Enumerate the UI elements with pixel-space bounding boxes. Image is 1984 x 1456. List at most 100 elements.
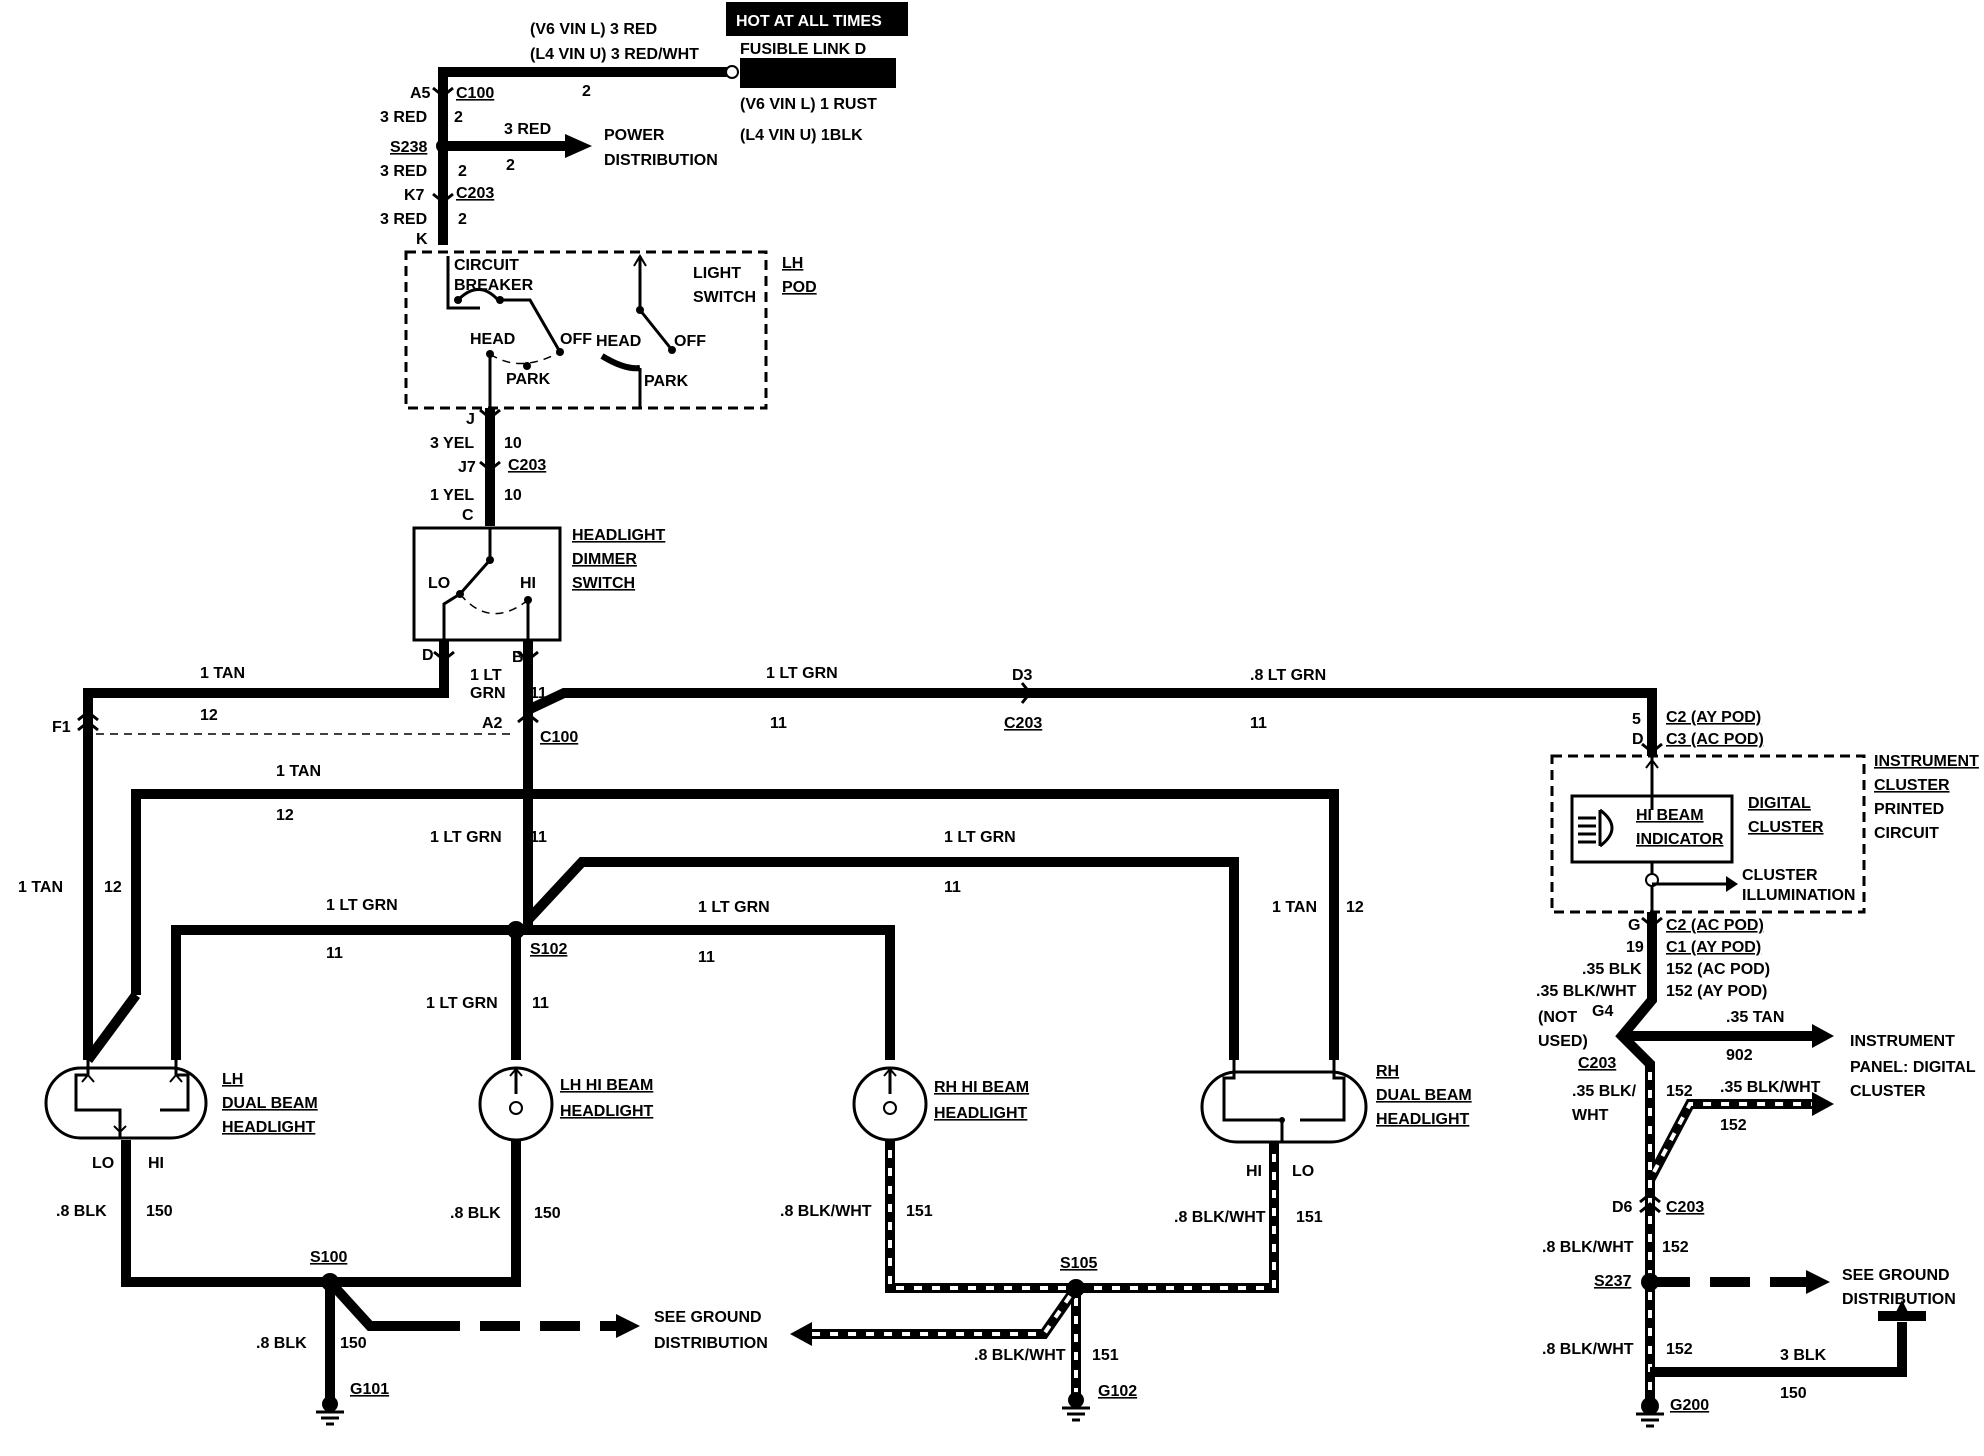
circuit-11-c: 11 [1250, 715, 1267, 732]
circuit-150-a: 150 [146, 1203, 173, 1220]
rh-lo-label: LO [1292, 1163, 1314, 1180]
circuit-12-d: 12 [1346, 899, 1364, 916]
blkwht8-label-b: .8 BLK/WHT [1174, 1209, 1266, 1226]
see-ground-label-1: SEE GROUND [654, 1309, 762, 1326]
circuit-11-g: 11 [698, 949, 715, 966]
circuit-12-c: 12 [276, 807, 294, 824]
hot-at-all-times-badge [726, 2, 908, 36]
circuit-10-a: 10 [504, 435, 522, 452]
c203-d3-label: C203 [1004, 715, 1042, 732]
blk3-label: 3 BLK [1780, 1347, 1827, 1364]
lh-dual-label-3: HEADLIGHT [222, 1119, 316, 1136]
p152-ac-label: 152 (AC POD) [1666, 961, 1770, 978]
c203-mid-label: C203 [508, 457, 546, 474]
circuit-10-b: 10 [504, 487, 522, 504]
circuit-breaker-label-2: BREAKER [454, 277, 534, 294]
circuit-11-e: 11 [530, 829, 547, 846]
ltgrn-label-c: 1 LT GRN [766, 665, 838, 682]
fusible-link-label: FUSIBLE LINK D [740, 41, 866, 58]
ic-label-3: PRINTED [1874, 801, 1944, 818]
see-ground-label-4: DISTRIBUTION [1842, 1291, 1956, 1308]
digital-cluster-label-2: CLUSTER [1748, 819, 1824, 836]
f1-label: F1 [52, 719, 71, 736]
ground-g101: G101 [316, 1381, 389, 1426]
k7-label: K7 [404, 187, 425, 204]
circuit-11-b: 11 [770, 715, 787, 732]
head-label-2: HEAD [596, 333, 641, 350]
lh-hi-label: HI [148, 1155, 164, 1172]
l4-3redwht-label: (L4 VIN U) 3 RED/WHT [530, 46, 699, 63]
ip-label-1: INSTRUMENT [1850, 1033, 1955, 1050]
cluster-illum-label-1: CLUSTER [1742, 867, 1818, 884]
b-label: B [512, 649, 524, 666]
light-switch: CIRCUIT BREAKER HEAD OFF PARK HEAD OFF P… [404, 250, 817, 410]
cluster-illum-label-2: ILLUMINATION [1742, 887, 1855, 904]
s100-label: S100 [310, 1249, 347, 1266]
off-label-2: OFF [674, 333, 706, 350]
red3-label-2: 3 RED [504, 121, 551, 138]
blk8-label-c: .8 BLK [256, 1335, 307, 1352]
tan35-label: .35 TAN [1726, 1009, 1784, 1026]
ltgrn8-label: .8 LT GRN [1250, 667, 1326, 684]
circuit-11-h: 11 [532, 995, 549, 1012]
s105-label: S105 [1060, 1255, 1097, 1272]
lh-dual-label-1: LH [222, 1071, 243, 1088]
feed-vertical: A5 C100 3 RED 2 S238 3 RED 2 POWER DISTR… [380, 85, 718, 248]
j7-label: J7 [458, 459, 476, 476]
dimmer-hi-label: HI [520, 575, 536, 592]
circuit-151-c: 151 [1092, 1347, 1119, 1364]
circuit-2-a: 2 [454, 109, 463, 126]
dimmer-label-1: HEADLIGHT [572, 527, 666, 544]
cluster-lower-wiring: G C2 (AC POD) 19 C1 (AY POD) .35 BLK 152… [1536, 912, 1976, 1428]
dimmer-switch: LO HI HEADLIGHT DIMMER SWITCH [412, 526, 666, 642]
yel1-label: 1 YEL [430, 487, 474, 504]
ic-label-2: CLUSTER [1874, 777, 1950, 794]
c100-mid-label: C100 [540, 729, 578, 746]
red3-label-4: 3 RED [380, 211, 427, 228]
g200-label: G200 [1670, 1397, 1709, 1414]
ground-g102: G102 [1062, 1383, 1137, 1422]
digital-cluster-label-1: DIGITAL [1748, 795, 1811, 812]
tan1-label-b: 1 TAN [18, 879, 63, 896]
circuit-152-d: 152 [1666, 1341, 1693, 1358]
blkwht8-label-d: .8 BLK/WHT [1542, 1239, 1634, 1256]
circuit-152-c: 152 [1662, 1239, 1689, 1256]
c1-ay-label: C1 (AY POD) [1666, 939, 1761, 956]
hot-at-all-times-text: HOT AT ALL TIMES [736, 13, 882, 30]
v6-1rust-label: (V6 VIN L) 1 RUST [740, 96, 877, 113]
s102-label: S102 [530, 941, 567, 958]
lh-dual-beam-headlight: LH DUAL BEAM HEADLIGHT LO HI [44, 1060, 318, 1172]
blkwht8-label-e: .8 BLK/WHT [1542, 1341, 1634, 1358]
see-ground-label-2: DISTRIBUTION [654, 1335, 768, 1352]
a2-label: A2 [482, 715, 503, 732]
lh-hi-beam-headlight: LH HI BEAM HEADLIGHT [478, 1066, 654, 1142]
hi-beam-label: HI BEAM [1636, 807, 1704, 824]
feed-wire: HOT AT ALL TIMES FUSIBLE LINK D (V6 VIN … [438, 2, 908, 144]
rh-dual-label-1: RH [1376, 1063, 1399, 1080]
lh-dual-label-2: DUAL BEAM [222, 1095, 318, 1112]
ground-wires: .8 BLK 150 .8 BLK 150 S100 .8 BLK 150 SE… [56, 1140, 1323, 1400]
c-label: C [462, 507, 474, 524]
j-label: J [466, 411, 475, 428]
ic-label-1: INSTRUMENT [1874, 753, 1979, 770]
ltgrn-label-f: 1 LT GRN [326, 897, 398, 914]
circuit-11-f: 11 [326, 945, 343, 962]
park-label-2: PARK [644, 373, 689, 390]
rh-hi-beam-label-1: RH HI BEAM [934, 1079, 1029, 1096]
blkwht35-label-a: .35 BLK/WHT [1536, 983, 1637, 1000]
rh-hi-beam-label-2: HEADLIGHT [934, 1105, 1028, 1122]
ltgrn-label-e: 1 LT GRN [430, 829, 502, 846]
c203-g4-label: C203 [1578, 1055, 1616, 1072]
rh-dual-beam-headlight: RH DUAL BEAM HEADLIGHT HI LO [1200, 1060, 1472, 1180]
dimmer-label-3: SWITCH [572, 575, 635, 592]
ip-label-2: PANEL: DIGITAL [1850, 1059, 1976, 1076]
lh-pod-label-2: POD [782, 279, 817, 296]
blk8-label-b: .8 BLK [450, 1205, 501, 1222]
red3-label-1: 3 RED [380, 109, 427, 126]
lh-hi-beam-label-2: HEADLIGHT [560, 1103, 654, 1120]
not-used-label-2: USED) [1538, 1033, 1588, 1050]
c2-ay-label: C2 (AY POD) [1666, 709, 1761, 726]
dimmer-label-2: DIMMER [572, 551, 637, 568]
tan1-label-d: 1 TAN [1272, 899, 1317, 916]
